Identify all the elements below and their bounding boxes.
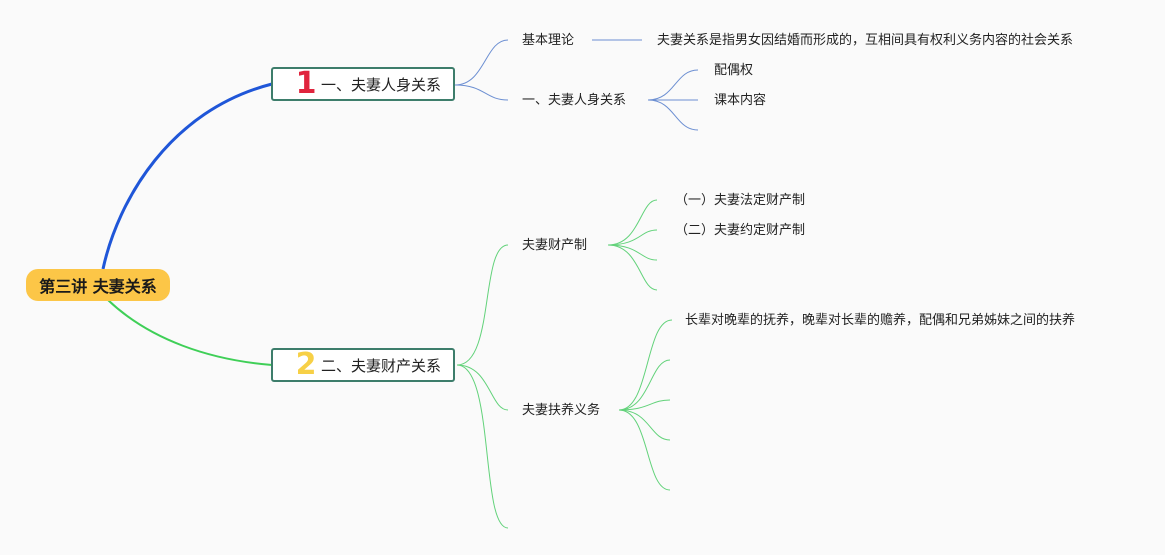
- leaf-textbook-content[interactable]: 课本内容: [714, 93, 767, 108]
- link-empty-4: [618, 359, 671, 411]
- link-support-detail: [618, 319, 673, 411]
- branch-2-node[interactable]: 2 二、夫妻财产关系: [271, 348, 455, 382]
- leaf-agreed-property-system[interactable]: （二）夫妻约定财产制: [675, 223, 806, 238]
- link-empty-3: [607, 244, 658, 291]
- root-topic-label: 第三讲 夫妻关系: [39, 277, 157, 296]
- leaf-support-detail[interactable]: 长辈对晚辈的抚养，晚辈对长辈的赡养，配偶和兄弟姊妹之间的扶养: [685, 313, 1076, 328]
- link-empty-7: [618, 409, 671, 491]
- link-empty-6: [618, 409, 671, 441]
- link-personal-relation: [454, 84, 509, 101]
- branch-1-label: 一、夫妻人身关系: [321, 75, 442, 94]
- subtopic-personal-relation[interactable]: 一、夫妻人身关系: [522, 93, 627, 108]
- link-basic-theory: [454, 39, 509, 86]
- link-root-branch-2: [107, 299, 273, 366]
- link-agreed-property: [607, 229, 658, 246]
- subtopic-basic-theory[interactable]: 基本理论: [522, 33, 575, 48]
- link-legal-property: [607, 199, 658, 246]
- link-root-branch-1: [101, 82, 273, 270]
- subtopic-property-system[interactable]: 夫妻财产制: [522, 238, 588, 253]
- number-2-icon: 2: [295, 347, 317, 382]
- number-1-icon: 1: [295, 66, 317, 101]
- branch-1-node[interactable]: 1 一、夫妻人身关系: [271, 67, 455, 101]
- leaf-spouse-right[interactable]: 配偶权: [714, 63, 754, 78]
- link-empty-5: [618, 399, 671, 411]
- link-property-system: [456, 244, 509, 366]
- link-spouse-right: [647, 69, 699, 101]
- basic-theory-detail[interactable]: 夫妻关系是指男女因结婚而形成的，互相间具有权利义务内容的社会关系: [657, 33, 1074, 48]
- subtopic-support-duty[interactable]: 夫妻扶养义务: [522, 403, 601, 418]
- link-empty-branch: [456, 364, 509, 529]
- link-support-duty: [456, 364, 509, 411]
- leaf-legal-property-system[interactable]: （一）夫妻法定财产制: [675, 193, 806, 208]
- branch-2-label: 二、夫妻财产关系: [321, 356, 442, 375]
- link-empty-1: [647, 99, 699, 131]
- root-topic[interactable]: 第三讲 夫妻关系: [26, 269, 170, 301]
